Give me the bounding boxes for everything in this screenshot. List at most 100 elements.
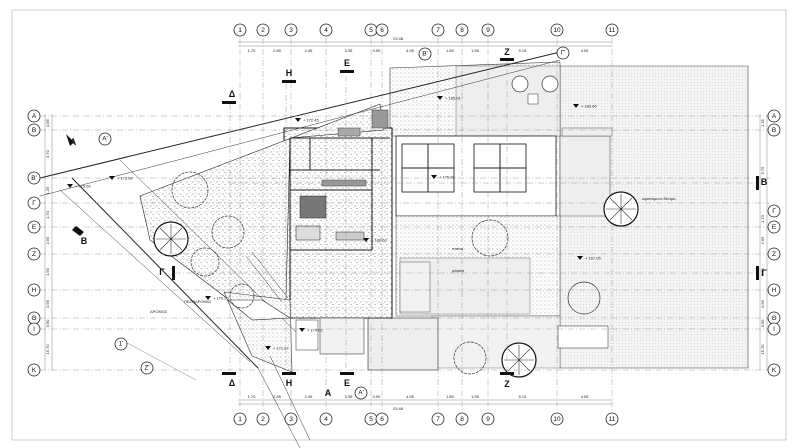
grid-bubble-top: 11: [605, 23, 619, 37]
grid-bubble-bottom-label: 8: [460, 416, 464, 423]
grid-bubble-top-label: 8: [460, 27, 464, 34]
tree-existing-left: [153, 221, 189, 257]
section-markers: Δ H E Z Δ H E Z A B Γ B Γ A: [66, 47, 768, 398]
section-eta-top: H: [286, 68, 293, 78]
grid-bubble-left-label: K: [32, 367, 37, 374]
grid-bubble-top: 2: [256, 23, 270, 37]
grid-bubble-right: B: [767, 123, 781, 137]
section-zeta-bottom: Z: [504, 379, 510, 389]
grid-bubble-bottom-label: 4: [324, 416, 328, 423]
grid-bubble-bottom: 7: [431, 412, 445, 426]
grid-bubble-right: E: [767, 220, 781, 234]
grid-bubble-left: B: [27, 123, 41, 137]
level-value: + 174.02: [307, 328, 323, 333]
interior-walls: [227, 109, 613, 355]
section-zeta-prime: Z': [144, 365, 149, 372]
grid-bubble-top: 6: [375, 23, 389, 37]
grid-bubble-top-label: 4: [324, 27, 328, 34]
dimension-value: 0.90: [373, 394, 382, 399]
section-alpha-bottom: A: [325, 388, 332, 398]
grid-bubble-top-label: 1: [238, 27, 242, 34]
dimension-value: 2.85: [273, 48, 282, 53]
level-value: + 185.01: [445, 96, 461, 101]
section-delta-bottom: Δ: [229, 378, 236, 388]
grid-bubble-top-label: 2: [261, 27, 265, 34]
section-beta-right: B: [761, 177, 768, 187]
stair-bottom: [367, 317, 439, 371]
grid-bubble-bottom-label: 10: [553, 416, 561, 423]
bottom-total-dim: 23.48: [393, 406, 404, 411]
dimension-value: 3.90: [760, 319, 765, 328]
dimension-value: 1.70: [248, 48, 257, 53]
grid-bubble-bottom: 5: [364, 412, 378, 426]
section-epsilon-bottom: E: [344, 378, 350, 388]
dimension-value: 0.95: [45, 299, 50, 308]
dimension-value: 1.70: [45, 210, 50, 219]
dimension-value: 5.75: [760, 166, 765, 175]
grid-bubble-right-label: Z: [772, 251, 776, 258]
grid-bubble-left-label: B': [31, 175, 37, 182]
house-footprint: [283, 127, 393, 319]
grid-bubble-right: Z: [767, 247, 781, 261]
dimension-lines: [44, 41, 768, 405]
level-value: + 167.05: [585, 256, 601, 261]
grid-bubble-left-label: Θ: [31, 315, 36, 322]
trees: [153, 75, 639, 378]
level-marker: + 180.60: [363, 238, 387, 243]
level-value: + 183.60: [581, 104, 597, 109]
grid-bubble-bottom: 4: [319, 412, 333, 426]
dimension-value: 1.95: [471, 394, 480, 399]
grid-bubble-right: H: [767, 283, 781, 297]
dimension-value: 4.05: [581, 48, 590, 53]
grid-bubble-bottom-label: 5: [369, 416, 373, 423]
dimension-value: 3.70: [45, 149, 50, 158]
section-alpha-left: A: [70, 137, 77, 147]
label-tree-note: υφιστάμενο δέντρο: [642, 196, 676, 201]
level-marker: + 175.50: [67, 184, 91, 189]
wood-deck-top: [455, 65, 561, 137]
dimension-value: 4.05: [581, 394, 590, 399]
planter-box: [527, 93, 539, 105]
label-street: ΔΡΟΜΟΣ: [150, 309, 168, 314]
grid-bubble-left: H: [27, 283, 41, 297]
grid-bubble-top-label: 6: [380, 27, 384, 34]
level-marker: + 172.45: [295, 118, 319, 123]
grid-bubble-bottom: 9: [481, 412, 495, 426]
grid-bubble-top-label: 11: [609, 27, 616, 34]
dimension-value: 2.45: [305, 48, 314, 53]
grid-bubble-right-label: I: [773, 326, 775, 333]
grid-bubble-bottom: 8: [455, 412, 469, 426]
level-value: + 175.50: [75, 184, 91, 189]
tree-shrub-6: [567, 281, 601, 315]
grid-bubble-bottom: 1: [233, 412, 247, 426]
level-value: + 171.97: [273, 346, 289, 351]
level-value: + 172.45: [303, 118, 319, 123]
dimension-value: 4.95: [406, 394, 415, 399]
grid-bubble-top-label: 7: [436, 27, 440, 34]
grid-bubble-right: K: [767, 363, 781, 377]
grid-bubble-right: A: [767, 109, 781, 123]
section-delta-top: Δ: [229, 89, 236, 99]
grid-bubble-left: K: [27, 363, 41, 377]
tree-existing-bottom: [501, 342, 537, 378]
tree-shrub-4: [471, 219, 509, 257]
grid-bubble-top-label: 3: [289, 27, 293, 34]
level-marker: + 185.01: [437, 96, 461, 101]
level-value: + 173.92: [117, 176, 133, 181]
level-marker: + 167.05: [577, 256, 601, 261]
dimension-value: 3.90: [45, 319, 50, 328]
planter-1: [511, 75, 529, 93]
label-ramp: ράμπα: [452, 268, 465, 273]
level-value: + 180.60: [371, 238, 387, 243]
grid-bubble-right: Γ: [767, 204, 781, 218]
grid-bubble-right: Θ: [767, 311, 781, 325]
tree-shrub-1: [171, 171, 209, 209]
level-marker: + 183.60: [573, 104, 597, 109]
section-bubbles: B' Γ' A' A' 1' Z': [98, 46, 570, 400]
section-beta-left: B: [81, 236, 88, 246]
